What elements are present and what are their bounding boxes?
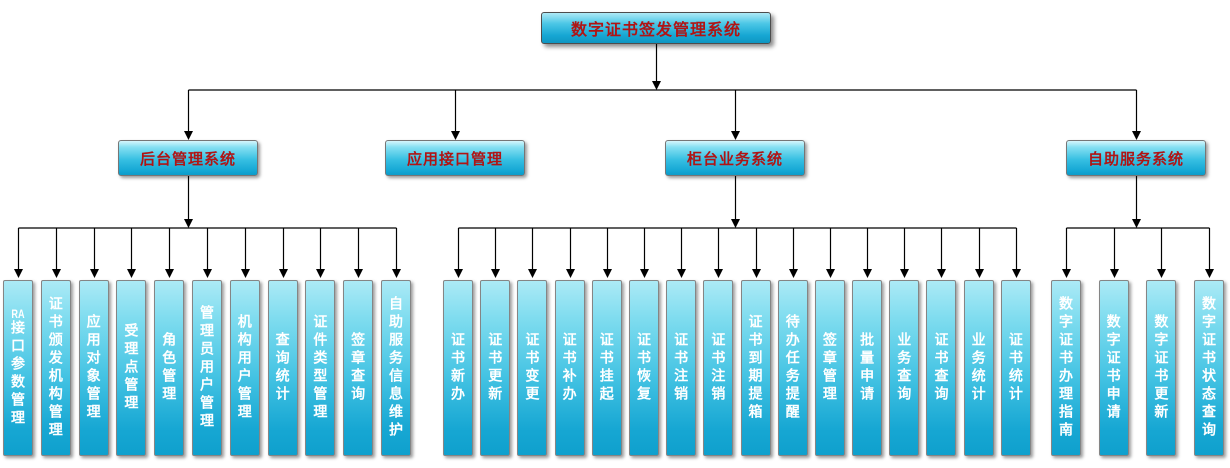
api-management-label: 应用接口管理 bbox=[406, 150, 503, 168]
org-leaf-label: 签章管理 bbox=[821, 332, 838, 404]
org-leaf-node: 角色管理 bbox=[154, 280, 185, 456]
root-node-label: 数字证书签发管理系统 bbox=[570, 22, 741, 39]
org-leaf-node: 证书注销 bbox=[703, 280, 734, 456]
org-leaf-node: 证书到期提箱 bbox=[740, 280, 771, 456]
org-leaf-label: 角色管理 bbox=[161, 332, 178, 404]
org-leaf-label: 业务统计 bbox=[970, 332, 987, 404]
org-leaf-node: 证件类型管理 bbox=[305, 280, 336, 456]
counter-children-group: 证书新办 证书更新 证书变更 证书补办 证书挂起 证书恢复 证书注销 证书注销 证书到期提箱 待办… bbox=[443, 280, 1031, 456]
org-leaf-label: 证书注销 bbox=[673, 332, 690, 404]
org-leaf-node: 签章管理 bbox=[814, 280, 845, 456]
org-leaf-node: 查询统计 bbox=[267, 280, 298, 456]
org-leaf-label: 数字证书办理指南 bbox=[1058, 296, 1074, 440]
org-leaf-node: 数字证书状态查询 bbox=[1193, 280, 1224, 456]
org-leaf-label: 证书补办 bbox=[561, 332, 578, 404]
org-leaf-label: 批量申请 bbox=[859, 332, 876, 404]
org-leaf-node: 证书新办 bbox=[443, 280, 473, 456]
org-leaf-label: 数字证书状态查询 bbox=[1200, 296, 1217, 440]
org-leaf-label: 应用对象管理 bbox=[85, 314, 102, 422]
org-leaf-node: 证书恢复 bbox=[628, 280, 659, 456]
org-leaf-node: 证书注销 bbox=[666, 280, 697, 456]
org-leaf-node: 证书查询 bbox=[926, 280, 957, 456]
org-leaf-node: 数字证书更新 bbox=[1146, 280, 1177, 456]
self-service-label: 自助服务系统 bbox=[1087, 150, 1184, 168]
org-leaf-node: 证书补办 bbox=[554, 280, 585, 456]
org-leaf-node: 应用对象管理 bbox=[78, 280, 109, 456]
org-leaf-node: 证书挂起 bbox=[591, 280, 622, 456]
api-management-node: 应用接口管理 bbox=[385, 140, 525, 176]
org-leaf-label: 证书挂起 bbox=[598, 332, 615, 404]
org-leaf-label: 证书颁发机构管理 bbox=[47, 296, 64, 440]
org-leaf-label: RA接口参数管理 bbox=[10, 308, 26, 428]
org-leaf-label: 受理点管理 bbox=[123, 323, 140, 413]
org-leaf-label: 证书新办 bbox=[450, 332, 466, 404]
org-leaf-node: 受理点管理 bbox=[116, 280, 147, 456]
org-leaf-label: 证书恢复 bbox=[635, 332, 652, 404]
org-leaf-label: 自助服务信息维护 bbox=[387, 296, 404, 440]
org-leaf-label: 管理员用户管理 bbox=[198, 305, 215, 431]
org-leaf-label: 证书统计 bbox=[1007, 332, 1024, 404]
org-leaf-label: 签章查询 bbox=[350, 332, 367, 404]
counter-business-label: 柜台业务系统 bbox=[686, 150, 783, 168]
org-leaf-label: 证书查询 bbox=[933, 332, 950, 404]
org-leaf-label: 证书到期提箱 bbox=[747, 314, 764, 422]
org-leaf-node: 签章查询 bbox=[343, 280, 374, 456]
org-leaf-label: 数字证书申请 bbox=[1105, 314, 1122, 422]
backend-management-label: 后台管理系统 bbox=[139, 150, 236, 168]
org-leaf-node: 证书颁发机构管理 bbox=[40, 280, 71, 456]
backend-management-node: 后台管理系统 bbox=[118, 140, 258, 176]
counter-business-node: 柜台业务系统 bbox=[665, 140, 805, 176]
org-leaf-node: 管理员用户管理 bbox=[191, 280, 222, 456]
org-leaf-label: 证书变更 bbox=[524, 332, 541, 404]
org-leaf-label: 机构用户管理 bbox=[236, 314, 253, 422]
org-leaf-label: 查询统计 bbox=[274, 332, 291, 404]
org-leaf-node: 证书统计 bbox=[1000, 280, 1031, 456]
org-leaf-label: 业务查询 bbox=[896, 332, 913, 404]
org-leaf-node: 业务查询 bbox=[889, 280, 920, 456]
backend-children-group: RA接口参数管理 证书颁发机构管理 应用对象管理 受理点管理 角色管理 管理员用户管理 机构… bbox=[3, 280, 411, 456]
self-service-node: 自助服务系统 bbox=[1066, 140, 1206, 176]
root-node: 数字证书签发管理系统 bbox=[541, 12, 771, 44]
org-leaf-label: 数字证书更新 bbox=[1153, 314, 1170, 422]
org-leaf-node: 数字证书办理指南 bbox=[1051, 280, 1081, 456]
org-leaf-node: 待办任务提醒 bbox=[777, 280, 808, 456]
org-leaf-label: 证书更新 bbox=[487, 332, 504, 404]
self-service-children-group: 数字证书办理指南 数字证书申请 数字证书更新 数字证书状态查询 bbox=[1051, 280, 1224, 456]
org-leaf-node: 业务统计 bbox=[963, 280, 994, 456]
org-leaf-node: 机构用户管理 bbox=[229, 280, 260, 456]
org-leaf-node: 批量申请 bbox=[852, 280, 883, 456]
org-leaf-node: 数字证书申请 bbox=[1098, 280, 1129, 456]
org-leaf-label: 证件类型管理 bbox=[312, 314, 329, 422]
org-leaf-node: 证书更新 bbox=[480, 280, 511, 456]
org-leaf-node: RA接口参数管理 bbox=[3, 280, 33, 456]
org-leaf-label: 证书注销 bbox=[710, 332, 727, 404]
org-leaf-node: 证书变更 bbox=[517, 280, 548, 456]
org-leaf-node: 自助服务信息维护 bbox=[380, 280, 411, 456]
org-leaf-label: 待办任务提醒 bbox=[784, 314, 801, 422]
